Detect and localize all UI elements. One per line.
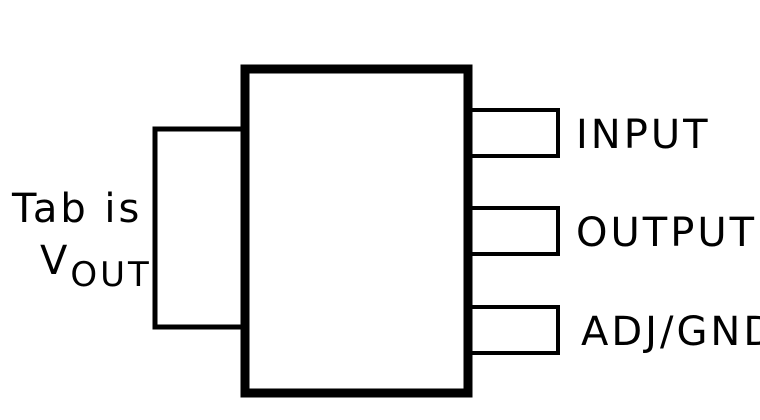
package-body bbox=[240, 64, 473, 398]
pin-label-adj-gnd: ADJ/GND bbox=[581, 309, 760, 355]
pin-label-input: INPUT bbox=[576, 112, 711, 158]
tab-label-v: V bbox=[40, 238, 70, 284]
tab-label-line1: Tab is bbox=[11, 186, 142, 232]
tab-outline bbox=[152, 126, 250, 330]
tab-label-v-subscript: OUT bbox=[70, 255, 151, 295]
tab-label-vout: VOUT bbox=[40, 238, 152, 295]
pin-output-outline bbox=[467, 206, 560, 256]
pin-label-output: OUTPUT bbox=[576, 210, 757, 256]
pin-adj-gnd-outline bbox=[467, 305, 560, 355]
pin-input-outline bbox=[467, 108, 560, 158]
